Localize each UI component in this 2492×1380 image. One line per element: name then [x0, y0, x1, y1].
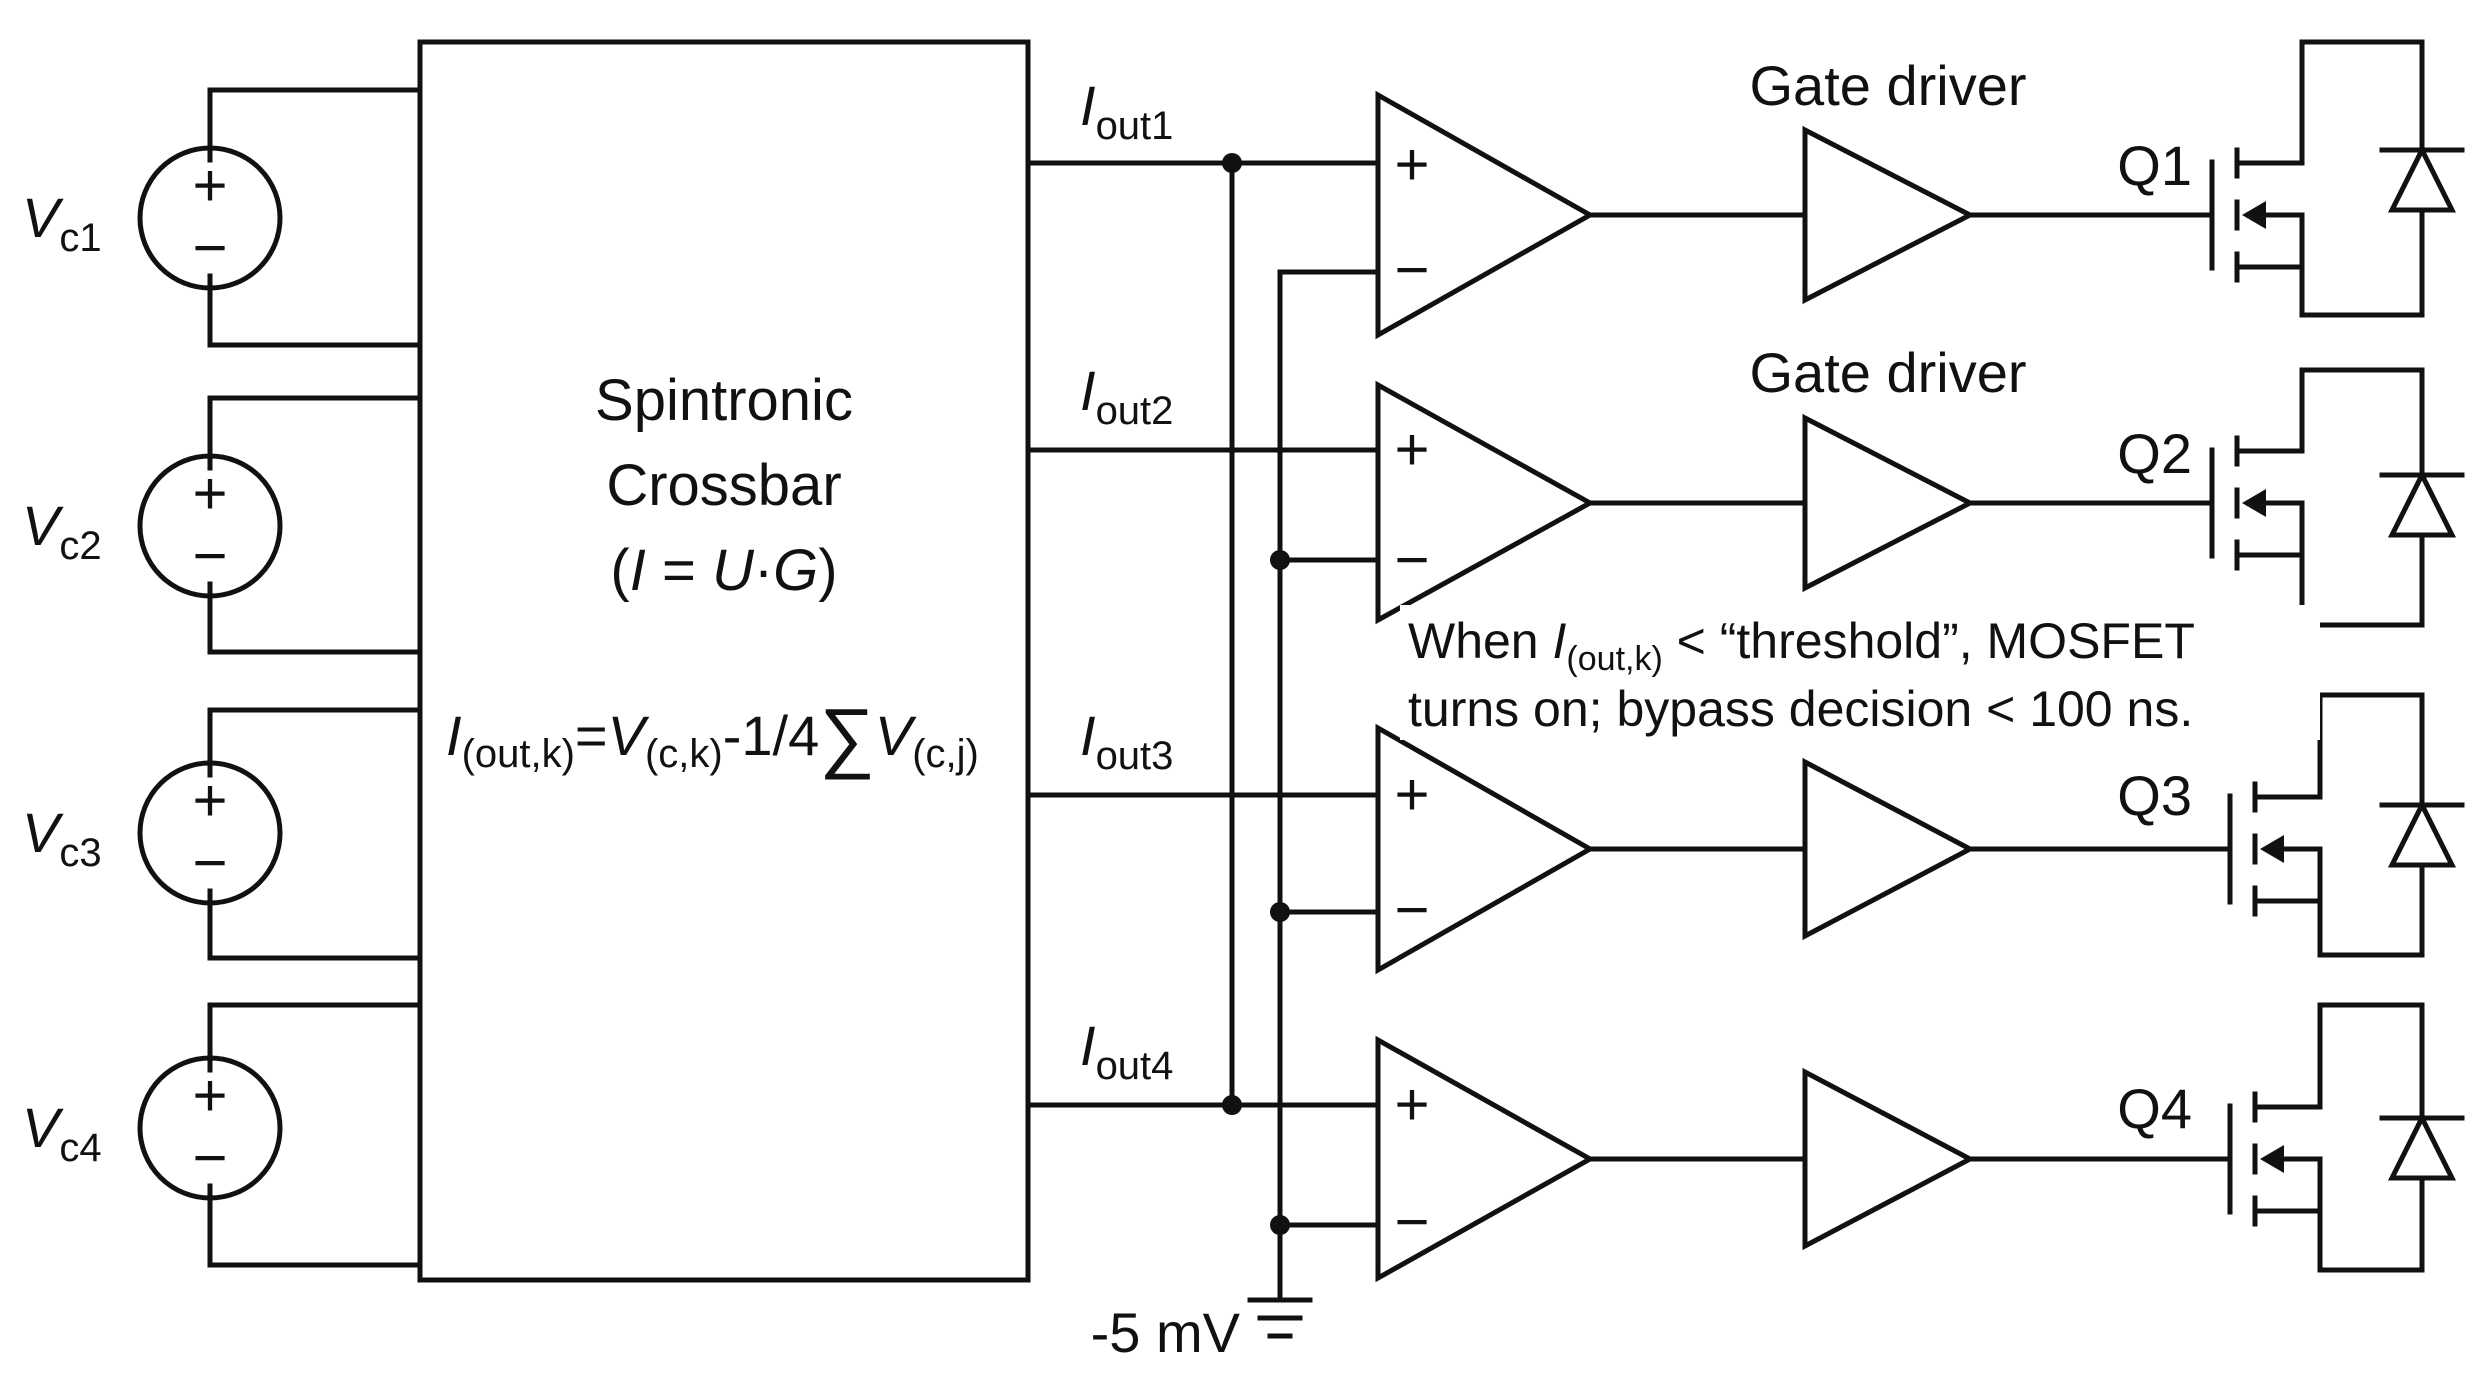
spintronic-crossbar-block	[417, 39, 1031, 1283]
note-line-1: When I(out,k) < “threshold”, MOSFET	[1408, 613, 2195, 678]
minus-sign: −	[1394, 236, 1429, 303]
crossbar-title-line1: Spintronic	[595, 368, 853, 433]
plus-sign: +	[1394, 761, 1429, 828]
reference-voltage-label: -5 mV	[1091, 1301, 1241, 1364]
comparator-3: + −	[1375, 723, 1596, 975]
gate-driver-label-2: Gate driver	[1750, 341, 2027, 404]
plus-sign: +	[1394, 416, 1429, 483]
crossbar-title-line2: Crossbar	[606, 453, 841, 518]
voltage-source-vc3: + − Vc3	[22, 707, 423, 961]
junction-dot	[1222, 153, 1242, 173]
plus-sign: +	[1394, 131, 1429, 198]
crossbar-relation: (I = U·G)	[610, 538, 837, 603]
mosfet-q4	[2227, 1002, 2465, 1273]
minus-sign: −	[192, 522, 227, 589]
gate-driver-4	[1802, 1067, 1976, 1251]
voltage-source-vc2: + − Vc2	[22, 395, 423, 655]
output-label-4: Iout4	[1080, 1014, 1173, 1088]
junction-dot	[1270, 550, 1290, 570]
plus-sign: +	[192, 460, 227, 527]
minus-sign: −	[1394, 876, 1429, 943]
junction-dot	[1222, 1095, 1242, 1115]
mosfet-label-q3: Q3	[2117, 764, 2192, 827]
ground-icon	[1247, 1297, 1313, 1339]
plus-sign: +	[192, 1062, 227, 1129]
plus-sign: +	[192, 767, 227, 834]
minus-sign: −	[1394, 1188, 1429, 1255]
junction-dot	[1270, 902, 1290, 922]
gate-driver-3	[1802, 757, 1976, 941]
source-label-vc2: Vc2	[22, 494, 102, 568]
junction-dot	[1270, 1215, 1290, 1235]
note-background	[1400, 605, 2320, 740]
mosfet-q2	[2209, 367, 2465, 628]
mosfet-q3	[2227, 692, 2465, 958]
output-label-1: Iout1	[1080, 74, 1173, 148]
gate-driver-2	[1802, 413, 1976, 593]
minus-sign: −	[1394, 526, 1429, 593]
plus-sign: +	[192, 152, 227, 219]
minus-sign: −	[192, 214, 227, 281]
mosfet-label-q2: Q2	[2117, 422, 2192, 485]
mosfet-label-q4: Q4	[2117, 1077, 2192, 1140]
minus-sign: −	[192, 1124, 227, 1191]
voltage-source-vc4: + − Vc4	[22, 1002, 423, 1268]
gate-driver-1	[1802, 125, 1976, 305]
mosfet-label-q1: Q1	[2117, 134, 2192, 197]
source-label-vc4: Vc4	[22, 1096, 102, 1170]
source-label-vc3: Vc3	[22, 801, 102, 875]
plus-sign: +	[1394, 1071, 1429, 1138]
comparator-4: + −	[1375, 1035, 1596, 1283]
output-label-2: Iout2	[1080, 359, 1173, 433]
note-line-2: turns on; bypass decision < 100 ns.	[1408, 681, 2193, 737]
comparator-2: + −	[1375, 380, 1596, 625]
reference-taps	[1277, 557, 1381, 1228]
crossbar-formula: I(out,k)=V(c,k)-1/4∑V(c,j)	[446, 692, 979, 780]
output-label-3: Iout3	[1080, 704, 1173, 778]
voltage-source-vc1: + − Vc1	[22, 87, 423, 348]
comparator-1: + −	[1375, 90, 1596, 340]
mosfet-q1	[2209, 39, 2465, 318]
minus-sign: −	[192, 829, 227, 896]
reference-line	[1277, 269, 1381, 1303]
source-label-vc1: Vc1	[22, 186, 102, 260]
gate-driver-label-1: Gate driver	[1750, 54, 2027, 117]
